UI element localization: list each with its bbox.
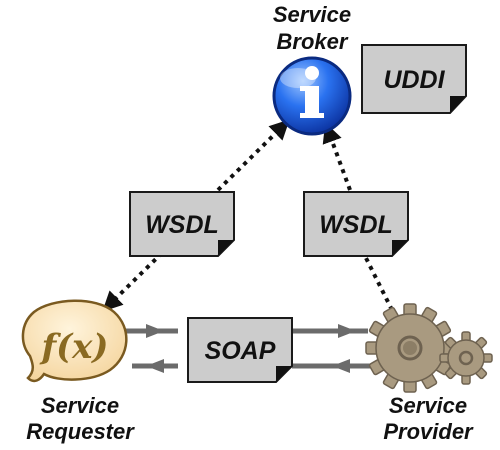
soap-label: SOAP: [205, 337, 276, 365]
wsdl-document-right: WSDL: [303, 191, 409, 257]
service-provider-node: Service Provider: [365, 303, 493, 444]
uddi-label: UDDI: [383, 66, 445, 94]
function-label: f(x): [39, 327, 108, 367]
provider-label-line1: Service: [389, 393, 467, 418]
soap-document: SOAP: [187, 317, 293, 383]
broker-requester-link: [102, 119, 290, 312]
broker-label-line1: Service: [273, 2, 351, 27]
service-requester-node: f(x) Service Requester: [21, 299, 135, 444]
wsdl-left-label: WSDL: [145, 211, 219, 239]
soap-response-arrow: [132, 359, 374, 373]
requester-label-line1: Service: [41, 393, 119, 418]
broker-label-line2: Broker: [277, 29, 349, 54]
service-broker-node: Service Broker: [272, 2, 352, 136]
uddi-document: UDDI: [361, 44, 467, 114]
provider-label-line2: Provider: [383, 419, 474, 444]
requester-label-line2: Requester: [26, 419, 135, 444]
info-icon: [272, 56, 352, 136]
wsdl-document-left: WSDL: [129, 191, 235, 257]
soap-request-arrow: [122, 324, 368, 338]
broker-provider-link: [322, 122, 394, 311]
wsdl-right-label: WSDL: [319, 211, 393, 239]
speech-bubble-icon: f(x): [21, 299, 128, 383]
gears-icon: [365, 303, 493, 393]
